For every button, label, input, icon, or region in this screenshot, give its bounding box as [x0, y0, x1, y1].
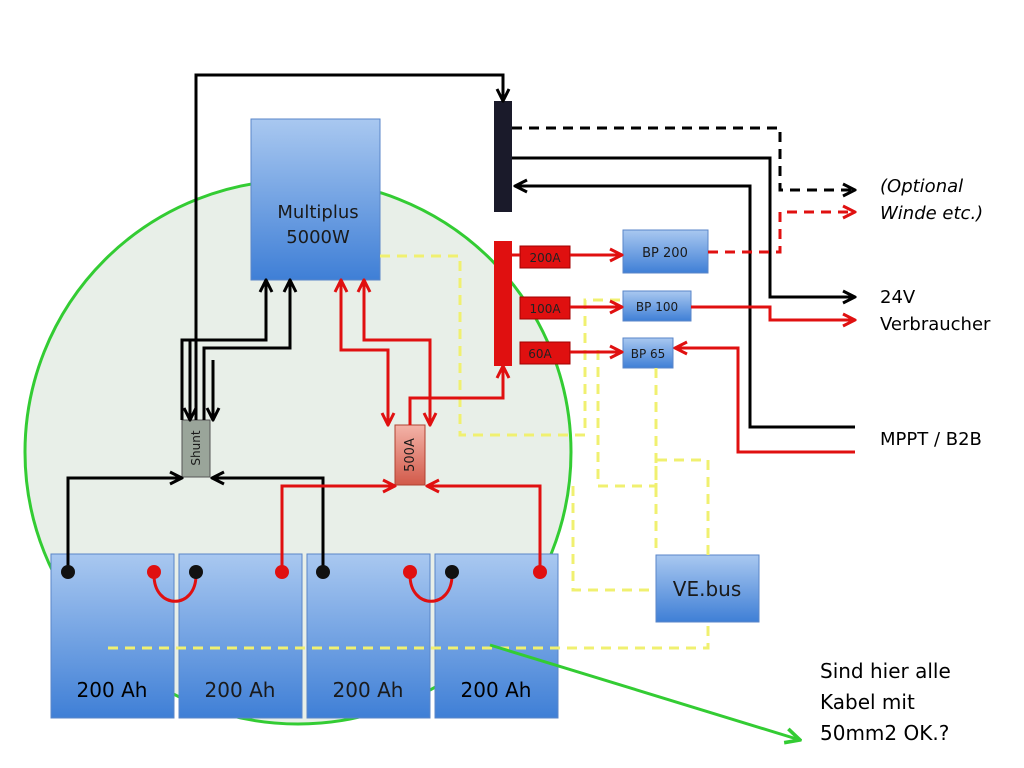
fuse-60a-label: 60A [528, 347, 552, 361]
bp65-label: BP 65 [631, 347, 666, 361]
bp100-label: BP 100 [636, 300, 678, 314]
bp200-label: BP 200 [642, 246, 688, 261]
mppt-label: MPPT / B2B [880, 429, 982, 450]
consumers-label-1: 24V [880, 287, 916, 308]
callout-arrow [489, 643, 800, 740]
negative-busbar [494, 101, 512, 212]
bp200-box [622, 229, 709, 274]
battery-links [152, 574, 454, 603]
positive-wires [280, 212, 855, 570]
multiplus-box [250, 118, 381, 281]
bp65-box [622, 337, 674, 369]
battery-4-label: 200 Ah [461, 678, 532, 702]
question-label-2: Kabel mit [820, 690, 915, 714]
optional-label-2: Winde etc.) [880, 203, 983, 224]
comm-lines [108, 254, 710, 650]
consumers-label-2: Verbraucher [880, 314, 991, 335]
multiplus-label-2: 5000W [286, 227, 350, 248]
battery-1-label: 200 Ah [77, 678, 148, 702]
main-fuse-label: 500A [403, 438, 418, 472]
multiplus-label-1: Multiplus [277, 202, 358, 223]
main-fuse-box [394, 424, 426, 486]
battery-3 [306, 553, 431, 719]
optional-label-1: (Optional [880, 176, 963, 197]
negative-wires [66, 73, 855, 570]
battery-terminals [61, 565, 547, 579]
battery-4 [434, 553, 559, 719]
question-label-1: Sind hier alle [820, 659, 951, 683]
battery-2 [178, 553, 303, 719]
positive-busbar [494, 241, 512, 366]
battery-3-label: 200 Ah [333, 678, 404, 702]
fuse-200a [519, 245, 571, 269]
battery-2-label: 200 Ah [205, 678, 276, 702]
vebus-label: VE.bus [673, 577, 741, 601]
fuse-200a-label: 200A [529, 251, 561, 265]
fuse-100a-label: 100A [529, 302, 561, 316]
question-label-3: 50mm2 OK.? [820, 721, 949, 745]
shunt-box [181, 419, 211, 478]
shunt-label: Shunt [189, 430, 203, 465]
bp100-box [622, 290, 692, 322]
